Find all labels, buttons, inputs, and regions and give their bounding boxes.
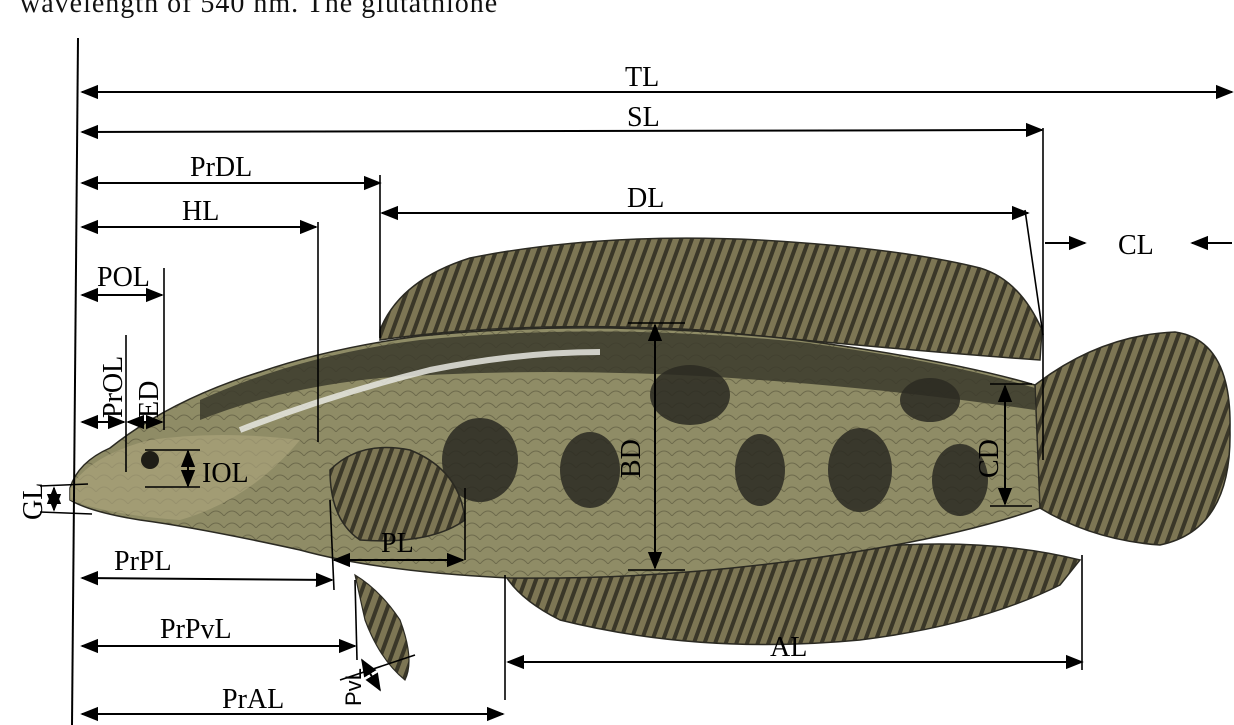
label-pol: POL — [97, 262, 150, 293]
prpl-arrow — [82, 578, 332, 580]
label-ed: ED — [134, 381, 165, 418]
label-prdl: PrDL — [190, 152, 252, 183]
sl-arrow — [82, 130, 1042, 132]
label-al: AL — [770, 632, 807, 663]
label-pral: PrAL — [222, 684, 284, 715]
label-hl: HL — [182, 196, 219, 227]
label-pvl: PvL — [341, 668, 366, 706]
fish-eye — [141, 451, 159, 469]
label-dl: DL — [627, 183, 664, 214]
label-iol: IOL — [202, 458, 249, 489]
label-tl: TL — [625, 62, 659, 93]
label-cl: CL — [1118, 230, 1154, 261]
label-pl: PL — [381, 528, 414, 559]
label-cd: CD — [974, 439, 1005, 478]
label-bd: BD — [616, 439, 647, 478]
label-sl: SL — [627, 102, 660, 133]
label-prpl: PrPL — [114, 546, 172, 577]
label-prol: PrOL — [98, 356, 129, 418]
label-gl: GL — [18, 483, 49, 520]
caudal-fin — [1035, 332, 1230, 545]
label-prpvl: PrPvL — [160, 614, 232, 645]
pelvic-fin — [355, 575, 409, 680]
